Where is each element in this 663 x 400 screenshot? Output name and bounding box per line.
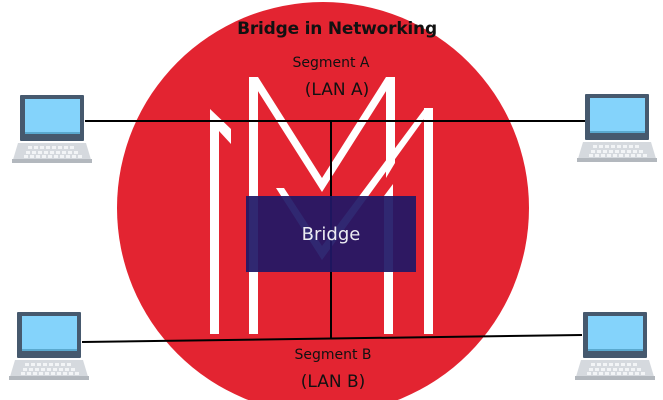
bridge-device: Bridge xyxy=(246,196,416,272)
lan-b-label: (LAN B) xyxy=(300,372,366,392)
bridge-label: Bridge xyxy=(301,223,361,245)
laptop-bottom-right xyxy=(575,312,655,380)
segment-a-label: Segment A xyxy=(292,55,370,71)
m-logo-shape xyxy=(210,77,433,334)
segment-b-label: Segment B xyxy=(294,347,372,363)
lan-a-label: (LAN A) xyxy=(304,80,370,100)
segment-b-wire xyxy=(81,334,583,343)
diagram-title: Bridge in Networking xyxy=(237,19,437,39)
laptop-top-right xyxy=(577,94,657,162)
laptop-icon xyxy=(12,95,92,163)
laptop-icon xyxy=(575,312,655,380)
laptop-icon xyxy=(9,312,89,380)
laptop-icon xyxy=(577,94,657,162)
laptop-top-left xyxy=(12,95,92,163)
laptop-bottom-left xyxy=(9,312,89,380)
